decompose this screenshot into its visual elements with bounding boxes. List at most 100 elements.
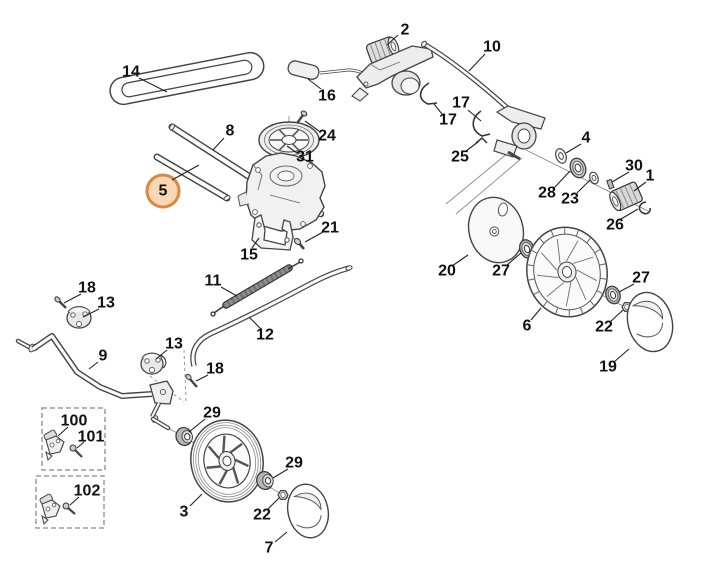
highlight-circle-part-5[interactable] — [145, 173, 181, 209]
callout-27[interactable]: 27 — [618, 270, 650, 293]
part-number-label[interactable]: 11 — [205, 273, 222, 290]
callout-16[interactable]: 16 — [307, 78, 336, 105]
callout-1[interactable]: 1 — [633, 168, 655, 192]
part-number-label[interactable]: 26 — [606, 217, 624, 234]
part-number-label[interactable]: 100 — [61, 413, 88, 430]
callout-2[interactable]: 2 — [386, 22, 410, 46]
part-number-label[interactable]: 15 — [240, 247, 258, 264]
part-bearing-29-left — [175, 426, 193, 447]
part-number-label[interactable]: 22 — [595, 319, 613, 336]
callout-29[interactable]: 29 — [272, 455, 303, 479]
callout-26[interactable]: 26 — [606, 208, 639, 234]
part-cover-disc-20 — [467, 196, 525, 264]
part-number-label[interactable]: 101 — [78, 429, 105, 446]
callout-leader-line — [189, 493, 203, 507]
callout-8[interactable]: 8 — [212, 123, 235, 151]
callout-11[interactable]: 11 — [205, 273, 238, 297]
part-screw-101 — [69, 444, 83, 458]
part-number-label[interactable]: 22 — [253, 507, 271, 524]
part-number-label[interactable]: 13 — [97, 295, 115, 312]
part-number-label[interactable]: 18 — [78, 280, 96, 297]
part-number-label[interactable]: 1 — [646, 168, 655, 185]
part-number-label[interactable]: 4 — [582, 130, 591, 147]
callout-101[interactable]: 101 — [76, 429, 105, 449]
callout-7[interactable]: 7 — [265, 531, 288, 557]
callout-leader-line — [171, 164, 200, 181]
part-number-label[interactable]: 2 — [401, 22, 410, 39]
callout-15[interactable]: 15 — [240, 237, 260, 264]
part-number-label[interactable]: 17 — [452, 95, 470, 112]
callout-4[interactable]: 4 — [565, 130, 591, 154]
part-number-label[interactable]: 28 — [538, 185, 556, 202]
part-number-label[interactable]: 5 — [159, 183, 168, 200]
part-number-label[interactable]: 9 — [99, 348, 108, 365]
part-nut-22-left — [277, 490, 289, 500]
callout-18[interactable]: 18 — [63, 280, 96, 304]
part-number-label[interactable]: 7 — [265, 540, 274, 557]
part-number-label[interactable]: 6 — [523, 318, 532, 335]
part-number-label[interactable]: 16 — [318, 88, 336, 105]
part-axle-bar-9 — [15, 333, 174, 431]
callout-14[interactable]: 14 — [122, 64, 168, 93]
part-number-label[interactable]: 19 — [599, 359, 617, 376]
part-front-wheel-3 — [190, 419, 264, 503]
callout-22[interactable]: 22 — [595, 309, 624, 336]
callout-leader-line — [633, 181, 647, 192]
highlight-layer — [145, 173, 181, 209]
part-number-label[interactable]: 21 — [321, 220, 339, 237]
part-number-label[interactable]: 18 — [206, 361, 224, 378]
callout-29[interactable]: 29 — [188, 405, 221, 433]
part-number-label[interactable]: 30 — [625, 158, 643, 175]
callout-3[interactable]: 3 — [180, 493, 203, 521]
part-number-label[interactable]: 3 — [180, 504, 189, 521]
part-number-label[interactable]: 102 — [74, 483, 101, 500]
callout-leader-line — [76, 441, 85, 449]
callout-24[interactable]: 24 — [304, 120, 336, 145]
callout-20[interactable]: 20 — [438, 254, 469, 280]
callout-9[interactable]: 9 — [88, 348, 108, 370]
callout-19[interactable]: 19 — [599, 348, 630, 376]
callout-30[interactable]: 30 — [611, 158, 643, 183]
callout-6[interactable]: 6 — [523, 307, 542, 335]
part-number-label[interactable]: 20 — [438, 263, 456, 280]
callout-22[interactable]: 22 — [253, 497, 280, 524]
part-number-label[interactable]: 27 — [632, 270, 650, 287]
callout-18[interactable]: 18 — [195, 361, 224, 382]
callout-17[interactable]: 17 — [433, 103, 457, 129]
part-number-label[interactable]: 27 — [492, 263, 510, 280]
callout-23[interactable]: 23 — [561, 179, 591, 208]
part-screw-18-lower — [185, 373, 198, 388]
callout-102[interactable]: 102 — [69, 483, 101, 506]
callout-5[interactable]: 5 — [159, 164, 200, 200]
callout-27[interactable]: 27 — [492, 252, 522, 280]
part-number-label[interactable]: 12 — [256, 327, 274, 344]
callout-13[interactable]: 13 — [82, 295, 115, 318]
callout-100[interactable]: 100 — [57, 413, 88, 437]
callout-leader-line — [188, 418, 206, 433]
callout-17[interactable]: 17 — [452, 95, 482, 122]
part-number-label[interactable]: 29 — [285, 455, 303, 472]
callout-25[interactable]: 25 — [451, 141, 479, 166]
part-number-label[interactable]: 31 — [296, 149, 314, 166]
part-number-label[interactable]: 25 — [451, 149, 469, 166]
part-number-label[interactable]: 29 — [203, 405, 221, 422]
part-number-label[interactable]: 10 — [483, 39, 501, 56]
callout-leader-line — [613, 348, 630, 363]
part-number-label[interactable]: 23 — [561, 191, 579, 208]
callout-leader-line — [63, 293, 82, 304]
callout-21[interactable]: 21 — [304, 220, 339, 243]
part-number-label[interactable]: 8 — [226, 123, 235, 140]
part-number-label[interactable]: 24 — [318, 128, 336, 145]
callout-31[interactable]: 31 — [286, 145, 314, 166]
part-clip-26 — [638, 201, 651, 215]
part-number-label[interactable]: 17 — [439, 112, 457, 129]
part-number-label[interactable]: 14 — [122, 64, 140, 81]
part-number-label[interactable]: 13 — [165, 336, 183, 353]
callout-leader-line — [530, 307, 542, 321]
callout-12[interactable]: 12 — [248, 316, 274, 344]
callout-13[interactable]: 13 — [155, 336, 183, 360]
callout-28[interactable]: 28 — [538, 170, 571, 202]
callout-10[interactable]: 10 — [468, 39, 501, 72]
